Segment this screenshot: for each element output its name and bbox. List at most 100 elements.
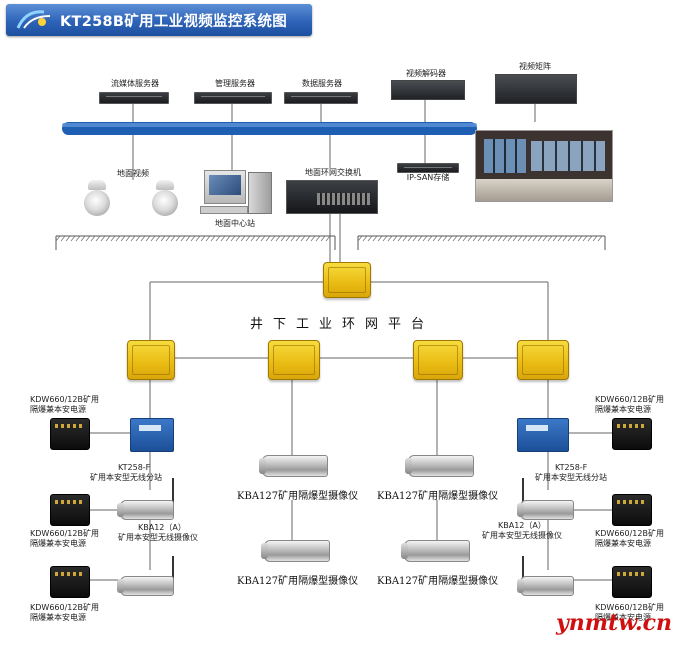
ground-hatch-mark	[110, 235, 116, 242]
ground-hatch-mark	[105, 235, 111, 242]
ground-hatch-mark	[230, 235, 236, 242]
ground-hatch-mark	[492, 235, 498, 242]
management-server-label: 管理服务器	[215, 79, 255, 88]
ground-hatch-mark	[532, 235, 538, 242]
left-psu-2-label: KDW660/12B矿用 隔爆兼本安电源	[30, 529, 99, 548]
ground-hatch-mark	[225, 235, 231, 242]
power-supply-icon	[612, 418, 652, 450]
camera-2-label: KBA127矿用隔爆型摄像仪	[377, 491, 499, 502]
ground-hatch-mark	[210, 235, 216, 242]
ground-hatch-mark	[245, 235, 251, 242]
ground-hatch-mark	[592, 235, 598, 242]
ground-hatch-mark	[557, 235, 563, 242]
ground-hatch-mark	[70, 235, 76, 242]
ground-hatch-mark	[457, 235, 463, 242]
dome-camera-icon	[82, 180, 112, 220]
wireless-camera-icon	[117, 576, 174, 596]
ground-hatch-mark	[275, 235, 281, 242]
ground-video-label: 地面视频	[117, 169, 149, 178]
ground-hatch-mark	[100, 235, 106, 242]
ground-hatch-mark	[527, 235, 533, 242]
ground-hatch-mark	[362, 235, 368, 242]
ground-hatch-mark	[220, 235, 226, 242]
ground-hatch-mark	[417, 235, 423, 242]
ground-hatch-mark	[85, 235, 91, 242]
antenna-icon	[172, 478, 174, 504]
ground-hatch-mark	[412, 235, 418, 242]
left-wireless-station-label: KT258-F 矿用本安型无线分站	[90, 463, 162, 482]
ground-hatch-mark	[572, 235, 578, 242]
ground-hatch-mark	[75, 235, 81, 242]
ground-hatch-mark	[260, 235, 266, 242]
ground-hatch-mark	[487, 235, 493, 242]
left-psu-3-label: KDW660/12B矿用 隔爆兼本安电源	[30, 603, 99, 622]
video-wall-icon	[475, 130, 613, 202]
ground-hatch-mark	[547, 235, 553, 242]
ground-hatch-mark	[95, 235, 101, 242]
wireless-station-icon	[517, 418, 569, 452]
ground-hatch-mark	[315, 235, 321, 242]
ground-hatch-mark	[200, 235, 206, 242]
ground-hatch-mark	[115, 235, 121, 242]
ground-hatch-mark	[477, 235, 483, 242]
ground-hatch-mark	[562, 235, 568, 242]
ground-hatch-mark	[472, 235, 478, 242]
ground-hatch-mark	[552, 235, 558, 242]
ground-hatch-mark	[155, 235, 161, 242]
right-psu-2-label: KDW660/12B矿用 隔爆兼本安电源	[595, 529, 664, 548]
server-icon	[99, 92, 169, 104]
junction-box-icon	[517, 340, 569, 380]
ground-hatch-mark	[285, 235, 291, 242]
left-psu-1-label: KDW660/12B矿用 隔爆兼本安电源	[30, 395, 99, 414]
ground-hatch-mark	[205, 235, 211, 242]
camera-1-label: KBA127矿用隔爆型摄像仪	[237, 491, 359, 502]
junction-box-icon	[268, 340, 320, 380]
ground-hatch-mark	[427, 235, 433, 242]
ground-hatch-mark	[377, 235, 383, 242]
antenna-icon	[522, 478, 524, 504]
ground-hatch-mark	[502, 235, 508, 242]
antenna-icon	[172, 556, 174, 582]
ground-hatch-mark	[467, 235, 473, 242]
ground-hatch-mark	[320, 235, 326, 242]
ground-hatch-mark	[160, 235, 166, 242]
ground-hatch-mark	[422, 235, 428, 242]
ground-hatch-mark	[150, 235, 156, 242]
power-supply-icon	[50, 418, 90, 450]
workstation-icon	[200, 170, 274, 218]
ground-hatch-mark	[195, 235, 201, 242]
ground-hatch-mark	[290, 235, 296, 242]
ground-hatch-mark	[587, 235, 593, 242]
ground-hatch-mark	[60, 235, 66, 242]
right-psu-3-label: KDW660/12B矿用 隔爆兼本安电源	[595, 603, 664, 622]
ground-hatch-mark	[240, 235, 246, 242]
ground-hatch-mark	[300, 235, 306, 242]
junction-box-icon	[323, 262, 371, 298]
ip-san-label: IP-SAN存储	[406, 173, 450, 182]
ground-hatch-mark	[305, 235, 311, 242]
power-supply-icon	[612, 494, 652, 526]
ground-hatch-mark	[402, 235, 408, 242]
camera-3-label: KBA127矿用隔爆型摄像仪	[237, 576, 359, 587]
power-supply-icon	[50, 494, 90, 526]
ground-hatch-mark	[55, 235, 61, 242]
ground-hatch-mark	[382, 235, 388, 242]
wireless-station-icon	[130, 418, 174, 452]
ground-hatch-mark	[170, 235, 176, 242]
ground-hatch-mark	[597, 235, 603, 242]
page-title: KT258B矿用工业视频监控系统图	[60, 14, 288, 30]
ground-hatch-mark	[397, 235, 403, 242]
junction-box-icon	[413, 340, 463, 380]
ground-hatch-mark	[447, 235, 453, 242]
right-psu-1-label: KDW660/12B矿用 隔爆兼本安电源	[595, 395, 664, 414]
ground-hatch-mark	[537, 235, 543, 242]
ground-hatch-mark	[482, 235, 488, 242]
ground-hatch-mark	[140, 235, 146, 242]
wireless-camera-icon	[517, 500, 574, 520]
ground-hatch-mark	[65, 235, 71, 242]
ground-hatch-mark	[165, 235, 171, 242]
ground-hatch-mark	[517, 235, 523, 242]
ground-hatch-mark	[357, 235, 363, 242]
ground-hatch-mark	[90, 235, 96, 242]
